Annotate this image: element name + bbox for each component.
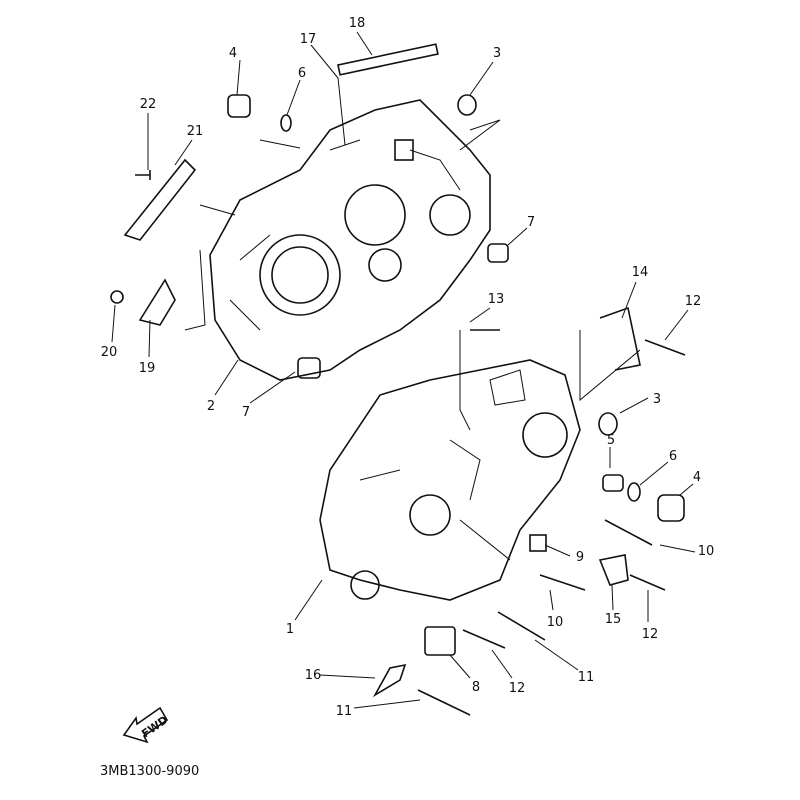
callout-20: 20 <box>101 345 118 360</box>
callout-3b: 3 <box>653 392 661 407</box>
callout-9: 9 <box>576 550 584 565</box>
callout-8: 8 <box>472 680 480 695</box>
callout-3: 3 <box>493 46 501 61</box>
crankcase-right-half <box>319 359 581 601</box>
crankcase-left-half <box>209 99 491 381</box>
callout-5: 5 <box>607 433 615 448</box>
callout-16: 16 <box>305 668 322 683</box>
callout-7b: 7 <box>242 405 250 420</box>
callout-7: 7 <box>527 215 535 230</box>
callout-10: 10 <box>698 544 715 559</box>
callout-14: 14 <box>632 265 649 280</box>
callout-19: 19 <box>139 361 156 376</box>
callout-15: 15 <box>605 612 622 627</box>
callout-4: 4 <box>229 46 237 61</box>
drawing-code: 3MB1300-9090 <box>100 764 199 779</box>
callout-11b: 11 <box>336 704 353 719</box>
small-parts <box>110 43 686 716</box>
callout-13: 13 <box>488 292 505 307</box>
callout-4b: 4 <box>693 470 701 485</box>
forward-arrow-icon: FWD <box>122 706 170 744</box>
callout-2: 2 <box>207 399 215 414</box>
leader-lines <box>111 31 696 709</box>
callout-21: 21 <box>187 124 204 139</box>
callout-1: 1 <box>286 622 294 637</box>
callout-12b: 12 <box>642 627 659 642</box>
callout-labels: 18 17 4 6 3 22 21 7 13 14 12 20 19 2 7 3… <box>101 16 715 719</box>
callout-18: 18 <box>349 16 366 31</box>
callout-22: 22 <box>140 97 157 112</box>
callout-12c: 12 <box>509 681 526 696</box>
callout-11: 11 <box>578 670 595 685</box>
callout-10b: 10 <box>547 615 564 630</box>
callout-12: 12 <box>685 294 702 309</box>
callout-6b: 6 <box>669 449 677 464</box>
callout-6: 6 <box>298 66 306 81</box>
callout-17: 17 <box>300 32 317 47</box>
